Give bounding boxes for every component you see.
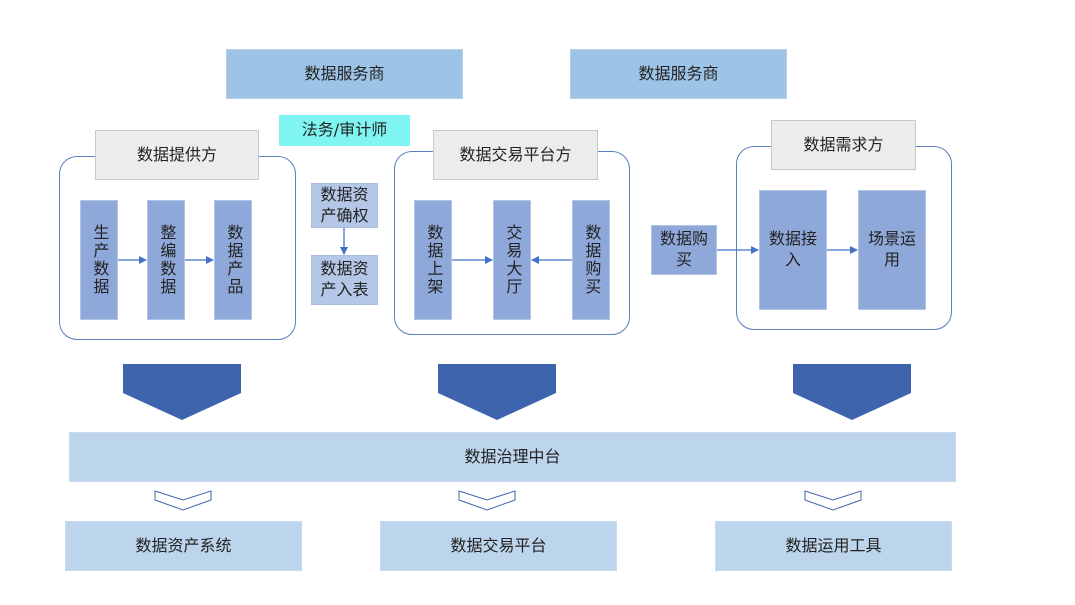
- platform-step-listing: 数据上架: [414, 200, 452, 320]
- chevron-icon-center: [458, 490, 516, 511]
- platform-step-hall: 交易大厅: [493, 200, 531, 320]
- output-asset-system: 数据资产系统: [65, 521, 302, 571]
- provider-step-product-label: 数据产品: [224, 224, 244, 296]
- platform-step-hall-label: 交易大厅: [503, 224, 523, 296]
- provider-step-produce: 生产数据: [80, 200, 118, 320]
- provider-step-produce-label: 生产数据: [90, 224, 110, 296]
- provider-step-organize-label: 整编数据: [157, 224, 177, 296]
- block-arrow-provider: [123, 364, 241, 420]
- service-provider-left: 数据服务商: [226, 49, 463, 99]
- demand-step-access: 数据接入: [759, 190, 827, 310]
- demand-step-scenario: 场景运用: [858, 190, 926, 310]
- purchase-box: 数据购买: [651, 225, 717, 275]
- legal-auditor-box: 法务/审计师: [279, 115, 410, 146]
- block-arrow-platform: [438, 364, 556, 420]
- demand-title: 数据需求方: [771, 120, 916, 170]
- governance-platform-bar: 数据治理中台: [69, 432, 956, 482]
- platform-title: 数据交易平台方: [433, 130, 598, 180]
- provider-step-organize: 整编数据: [147, 200, 185, 320]
- block-arrow-demand: [793, 364, 911, 420]
- platform-step-purchase: 数据购买: [572, 200, 610, 320]
- chevron-icon-left: [154, 490, 212, 511]
- output-usage-tools: 数据运用工具: [715, 521, 952, 571]
- provider-step-product: 数据产品: [214, 200, 252, 320]
- output-trading-platform: 数据交易平台: [380, 521, 617, 571]
- asset-register-box: 数据资产入表: [311, 255, 378, 305]
- provider-title: 数据提供方: [95, 130, 259, 180]
- platform-step-purchase-label: 数据购买: [582, 224, 602, 296]
- service-provider-right: 数据服务商: [570, 49, 787, 99]
- chevron-icon-right: [804, 490, 862, 511]
- asset-confirm-box: 数据资产确权: [311, 183, 378, 228]
- platform-step-listing-label: 数据上架: [424, 224, 444, 296]
